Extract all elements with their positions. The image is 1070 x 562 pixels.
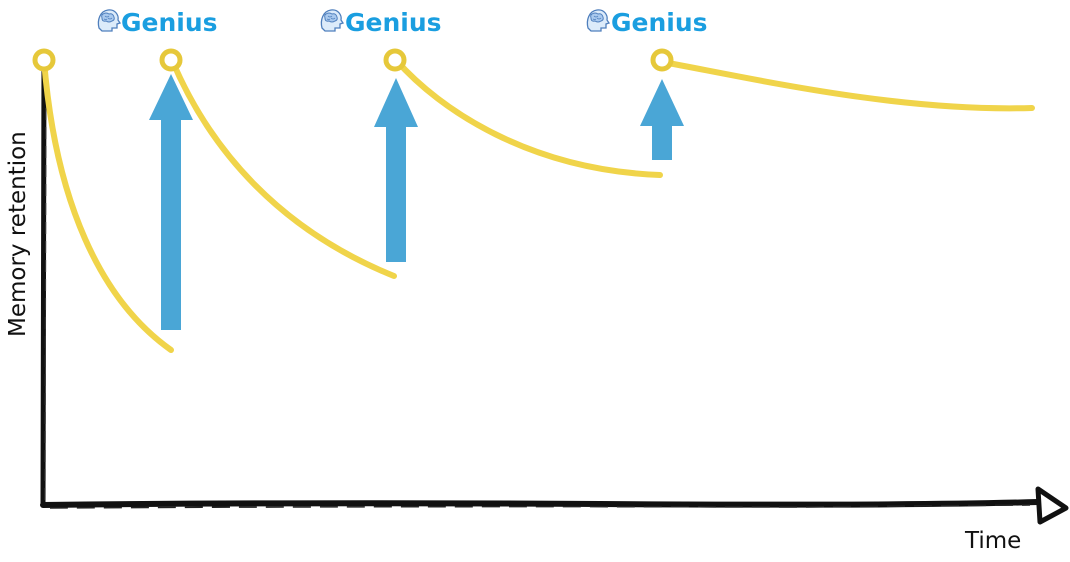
review-node-3	[650, 48, 674, 72]
y-axis-label: Memory retention	[5, 131, 31, 337]
forgetting-curve-1	[41, 57, 174, 353]
x-axis-line	[40, 499, 1041, 508]
review-nodes	[32, 48, 674, 72]
review-node-1	[159, 48, 183, 72]
axes	[40, 55, 1069, 525]
review-arrow-2	[374, 78, 418, 262]
genius-label-2: Genius	[345, 8, 442, 37]
forgetting-curve-4	[660, 59, 1035, 112]
forgetting-curves	[41, 57, 1035, 353]
brain-head-icon	[97, 9, 121, 32]
genius-label-1: Genius	[121, 8, 218, 37]
genius-label-3: Genius	[611, 8, 708, 37]
review-arrow-1	[149, 74, 193, 330]
genius-label-group-3: Genius	[586, 8, 708, 37]
review-node-2	[383, 48, 407, 72]
start-node	[32, 48, 56, 72]
x-axis-line-texture	[49, 504, 1031, 509]
x-axis-arrowhead	[1035, 486, 1069, 525]
x-axis-label: Time	[964, 528, 1021, 554]
y-axis-line-texture	[44, 69, 47, 501]
review-arrows	[149, 74, 684, 330]
brain-head-icon	[586, 9, 610, 32]
y-axis-line	[40, 55, 47, 508]
forgetting-curve-2	[169, 57, 397, 279]
forgetting-curve-3	[393, 57, 663, 178]
brain-head-icon	[320, 9, 344, 32]
genius-label-group-1: Genius	[97, 8, 218, 37]
genius-label-group-2: Genius	[320, 8, 442, 37]
review-arrow-3	[640, 79, 684, 160]
